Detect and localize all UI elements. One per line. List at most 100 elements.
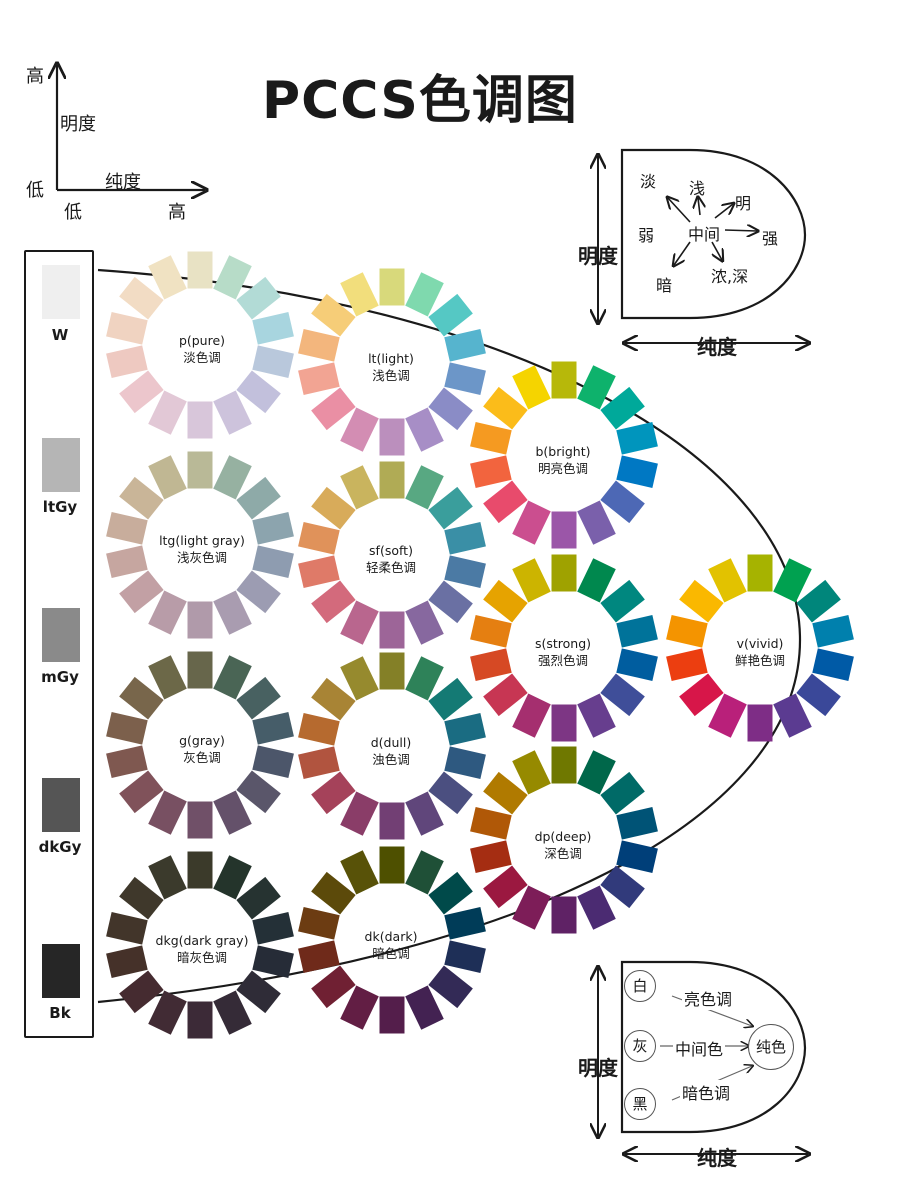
- swatch-v-2: [773, 558, 812, 603]
- swatch-v-3: [796, 579, 841, 623]
- ring-label-g: g(gray)灰色调: [179, 733, 225, 765]
- swatch-v-7: [773, 693, 812, 738]
- br-legend-x-label: 纯度: [697, 1146, 737, 1170]
- tr-term-zhongjian: 中间: [688, 225, 721, 244]
- swatch-ltg-8: [187, 601, 213, 639]
- axis-legend-lines: [57, 65, 205, 190]
- swatch-ltg-12: [106, 511, 148, 545]
- swatch-v-8: [747, 704, 773, 742]
- swatch-dp-3: [600, 771, 645, 815]
- swatch-ltg-9: [148, 590, 187, 635]
- ring-dkg: [106, 851, 294, 1039]
- swatch-b-13: [483, 386, 528, 430]
- swatch-dk-2: [405, 850, 444, 895]
- swatch-p-11: [106, 345, 148, 379]
- ring-label-d: d(dull)浊色调: [370, 735, 412, 767]
- swatch-dk-6: [428, 965, 473, 1009]
- swatch-d-9: [340, 791, 379, 836]
- axis-x-high: 高: [168, 202, 186, 223]
- ring-dp: [470, 746, 658, 934]
- swatch-dkg-1: [187, 851, 213, 889]
- axis-origin-low: 低: [26, 180, 44, 201]
- swatch-p-2: [213, 255, 252, 300]
- ring-label-p: p(pure)淡色调: [178, 333, 226, 365]
- ring-label-v: v(vivid)鲜艳色调: [734, 636, 785, 668]
- swatch-sf-10: [311, 580, 356, 624]
- swatch-lt-3: [428, 293, 473, 337]
- swatch-b-14: [512, 365, 551, 410]
- swatch-b-10: [483, 480, 528, 524]
- swatch-dkg-7: [213, 990, 252, 1035]
- swatch-lt-11: [298, 362, 340, 396]
- neutral-swatch-w: [42, 265, 80, 319]
- tr-term-dan: 淡: [640, 172, 657, 191]
- swatch-s-11: [470, 648, 512, 682]
- swatch-b-12: [470, 421, 512, 455]
- swatch-dp-9: [512, 885, 551, 930]
- swatch-dk-10: [311, 965, 356, 1009]
- swatch-g-9: [148, 790, 187, 835]
- swatch-g-11: [106, 745, 148, 779]
- swatch-g-8: [187, 801, 213, 839]
- swatch-b-2: [577, 365, 616, 410]
- swatch-sf-11: [298, 555, 340, 589]
- swatch-v-13: [679, 579, 724, 623]
- swatch-lt-4: [444, 328, 486, 362]
- tr-term-an: 暗: [656, 276, 673, 295]
- swatch-sf-1: [379, 461, 405, 499]
- br-middle-color: 中间色: [673, 1036, 726, 1060]
- swatch-s-10: [483, 673, 528, 717]
- swatch-dk-9: [340, 985, 379, 1030]
- swatch-dkg-12: [106, 911, 148, 945]
- swatch-lt-13: [311, 293, 356, 337]
- swatch-dkg-2: [213, 855, 252, 900]
- swatch-g-13: [119, 676, 164, 720]
- swatch-d-3: [428, 677, 473, 721]
- swatch-s-6: [600, 673, 645, 717]
- swatch-s-5: [616, 648, 658, 682]
- swatch-p-1: [187, 251, 213, 289]
- neutral-label-w: W: [51, 326, 69, 344]
- swatch-dkg-13: [119, 876, 164, 920]
- swatch-s-8: [551, 704, 577, 742]
- swatch-sf-7: [405, 600, 444, 645]
- ring-s: [470, 554, 658, 742]
- swatch-lt-6: [428, 387, 473, 431]
- swatch-d-7: [405, 791, 444, 836]
- swatch-p-12: [106, 311, 148, 345]
- swatch-b-8: [551, 511, 577, 549]
- ring-ltg: [106, 451, 294, 639]
- ring-label-s: s(strong)强烈色调: [534, 636, 592, 668]
- swatch-g-2: [213, 655, 252, 700]
- swatch-d-1: [379, 652, 405, 690]
- ring-v: [666, 554, 854, 742]
- neutral-scale-bar: [24, 250, 94, 1038]
- swatch-d-5: [444, 746, 486, 780]
- br-black-node: 黑: [624, 1088, 656, 1120]
- swatch-d-4: [444, 712, 486, 746]
- swatch-lt-14: [340, 272, 379, 317]
- swatch-sf-8: [379, 611, 405, 649]
- neutral-label-ltgy: ltGy: [42, 498, 78, 516]
- ring-b: [470, 361, 658, 549]
- neutral-swatch-ltgy: [42, 438, 80, 492]
- swatch-b-3: [600, 386, 645, 430]
- swatch-g-14: [148, 655, 187, 700]
- tr-term-nongshen: 浓,深: [711, 267, 749, 286]
- axis-x-label: 纯度: [105, 172, 141, 193]
- swatch-p-10: [119, 370, 164, 414]
- swatch-v-12: [666, 614, 708, 648]
- swatch-ltg-13: [119, 476, 164, 520]
- swatch-lt-2: [405, 272, 444, 317]
- swatch-b-11: [470, 455, 512, 489]
- swatch-sf-5: [444, 555, 486, 589]
- swatch-g-7: [213, 790, 252, 835]
- swatch-lt-5: [444, 362, 486, 396]
- swatch-s-3: [600, 579, 645, 623]
- tr-term-ruo: 弱: [638, 226, 655, 245]
- swatch-lt-7: [405, 407, 444, 452]
- swatch-sf-2: [405, 465, 444, 510]
- swatch-v-6: [796, 673, 841, 717]
- swatch-sf-4: [444, 521, 486, 555]
- swatch-sf-6: [428, 580, 473, 624]
